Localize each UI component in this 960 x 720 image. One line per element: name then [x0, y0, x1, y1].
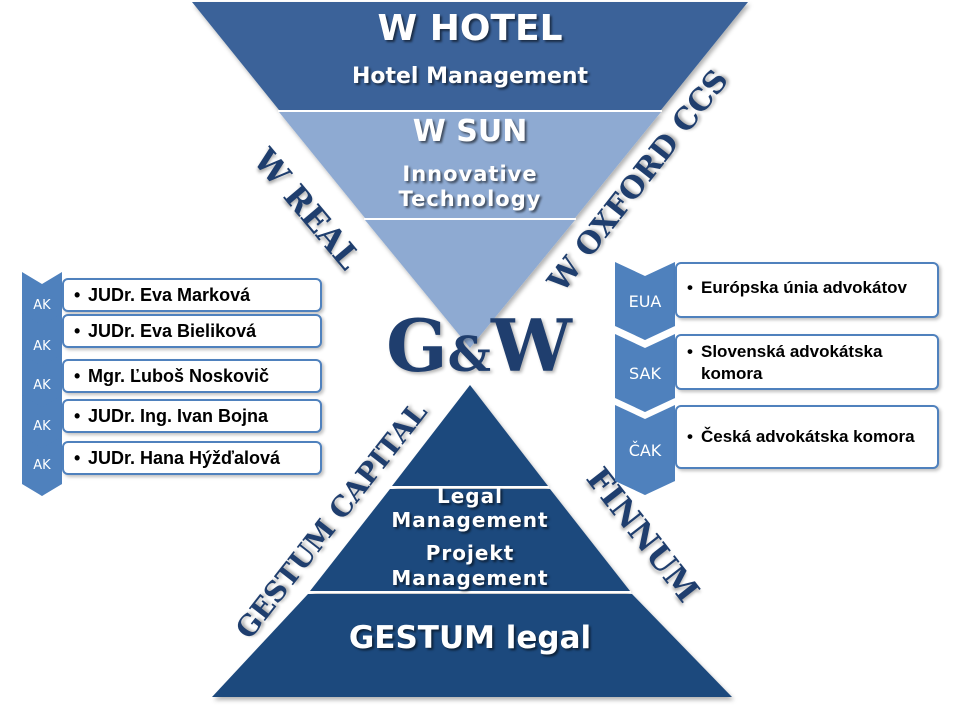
eua-label: Európska únia advokátov	[701, 278, 907, 297]
w-sun-subtitle-line1: Innovative	[402, 162, 538, 186]
projekt-management-label: Management	[391, 566, 549, 590]
w-sun-title: W SUN	[412, 114, 528, 149]
ak-item-3-label: Mgr. Ľuboš Noskovič	[88, 366, 270, 386]
ak-item-1-label: JUDr. Eva Marková	[88, 285, 251, 305]
legal-management-label: Management	[391, 508, 549, 532]
sak-item: •Slovenská advokátska komora	[675, 334, 939, 390]
ak-item-4-label: JUDr. Ing. Ivan Bojna	[88, 406, 269, 426]
ak-item-1: •JUDr. Eva Marková	[62, 278, 322, 312]
logo-letter-w: W	[490, 303, 572, 388]
logo-ampersand: &	[447, 327, 491, 383]
sak-label-line2: komora	[701, 364, 763, 383]
legal-label: Legal	[437, 484, 503, 508]
top-tip-band	[365, 220, 575, 348]
w-sun-subtitle-line2: Technology	[398, 187, 542, 211]
logo-letter-g: G	[386, 303, 448, 388]
gestum-legal-title: GESTUM legal	[348, 620, 592, 656]
projekt-label: Projekt	[425, 541, 515, 565]
w-hotel-band	[192, 2, 748, 110]
ak-tag-5: AK	[22, 436, 62, 496]
cak-tag: ČAK	[615, 405, 675, 495]
w-hotel-subtitle: Hotel Management	[351, 64, 589, 89]
w-sun-band	[279, 112, 661, 218]
ak-item-4: •JUDr. Ing. Ivan Bojna	[62, 399, 322, 433]
ak-item-3: •Mgr. Ľuboš Noskovič	[62, 359, 322, 393]
ak-item-2-label: JUDr. Eva Bieliková	[88, 321, 257, 341]
w-hotel-title: W HOTEL	[377, 8, 563, 49]
eua-item: •Európska únia advokátov	[675, 262, 939, 318]
cak-item: •Česká advokátska komora	[675, 405, 939, 469]
gw-logo: G&W	[372, 306, 586, 395]
sak-label-line1: Slovenská advokátska	[701, 342, 883, 361]
bottom-tip-band	[392, 385, 548, 486]
ak-item-5-label: JUDr. Hana Hýžďalová	[88, 448, 281, 468]
management-band	[310, 489, 630, 591]
ak-item-2: •JUDr. Eva Bieliková	[62, 314, 322, 348]
cak-label: Česká advokátska komora	[701, 427, 915, 446]
gestum-legal-band	[212, 594, 732, 697]
ak-item-5: •JUDr. Hana Hýžďalová	[62, 441, 322, 475]
